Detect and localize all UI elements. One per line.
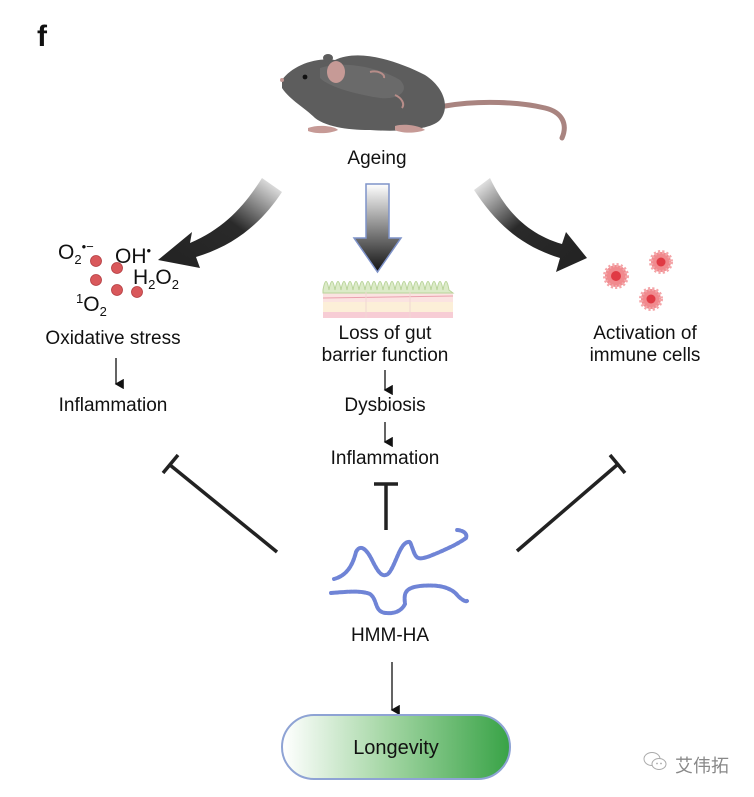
ageing-label: Ageing [347, 148, 407, 169]
ros-hydroxyl: OH• [115, 243, 152, 268]
gut-barrier-label-line2: barrier function [321, 345, 449, 366]
ros-singlet-oxygen: 1O2 [76, 291, 107, 319]
ros-superoxide: O2•− [58, 239, 94, 267]
wechat-icon [643, 752, 667, 770]
ageing-to-gut-arrow [352, 183, 403, 274]
immune-label-line1: Activation of [593, 323, 697, 344]
inhibit-left-line [161, 453, 279, 554]
inhibit-center-line [374, 482, 398, 530]
ros-hydrogen-peroxide: H2O2 [133, 266, 179, 293]
gut-barrier-label-line1: Loss of gut [338, 323, 432, 344]
immune-cell [639, 287, 663, 311]
dysbiosis-label: Dysbiosis [344, 395, 426, 416]
longevity-label: Longevity [353, 737, 439, 759]
ageing-to-oxidative-arrow [158, 178, 282, 268]
center-inflammation-label: Inflammation [330, 448, 440, 469]
longevity-node: Longevity [281, 714, 511, 780]
oxidative-stress-label: Oxidative stress [45, 328, 181, 349]
hmm-ha-label: HMM-HA [350, 625, 430, 646]
watermark-text: 艾伟拓 [675, 756, 729, 776]
inhibit-right-line [515, 453, 627, 553]
immune-cell [603, 263, 629, 289]
immune-cell [649, 250, 673, 274]
immune-label-line2: immune cells [589, 345, 701, 366]
left-inflammation-label: Inflammation [58, 395, 168, 416]
ageing-to-immune-arrow [474, 178, 587, 272]
panel-letter: f [37, 20, 47, 53]
